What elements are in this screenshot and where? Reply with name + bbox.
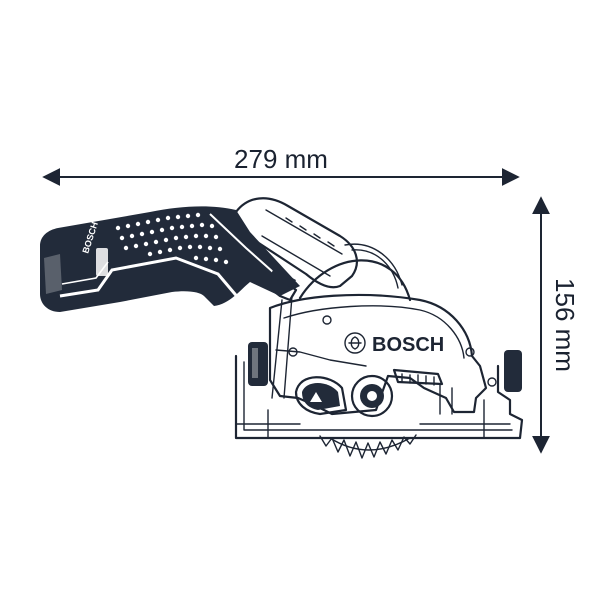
base-plate bbox=[234, 354, 524, 440]
screw bbox=[487, 377, 497, 387]
bevel-lever bbox=[392, 368, 444, 386]
height-label: 156 mm bbox=[550, 278, 580, 372]
circular-saw-illustration: BOSCH bbox=[40, 197, 524, 459]
height-dimension: 156 mm bbox=[532, 196, 580, 454]
screw bbox=[465, 347, 475, 357]
saw-housing bbox=[268, 293, 488, 416]
saw-blade-teeth bbox=[319, 434, 417, 459]
battery-release-button bbox=[96, 248, 108, 276]
bosch-logo: BOSCH bbox=[344, 332, 444, 356]
screw bbox=[322, 315, 332, 325]
guard-frame bbox=[271, 295, 293, 399]
arbor-nut bbox=[350, 374, 394, 418]
screw bbox=[288, 347, 298, 357]
brand-label: BOSCH bbox=[372, 334, 444, 356]
depth-adjust-knob-left bbox=[248, 342, 268, 386]
blade-guard-upper bbox=[298, 259, 412, 302]
width-label: 279 mm bbox=[234, 144, 328, 174]
width-dimension: 279 mm bbox=[42, 144, 520, 186]
bevel-knob-right bbox=[504, 350, 522, 392]
guard-frame bbox=[439, 383, 453, 415]
battery-pack: BOSCH bbox=[40, 206, 300, 312]
spec-label bbox=[270, 268, 296, 288]
blade-window bbox=[294, 376, 348, 416]
blade-direction-arrow-icon bbox=[310, 392, 322, 402]
